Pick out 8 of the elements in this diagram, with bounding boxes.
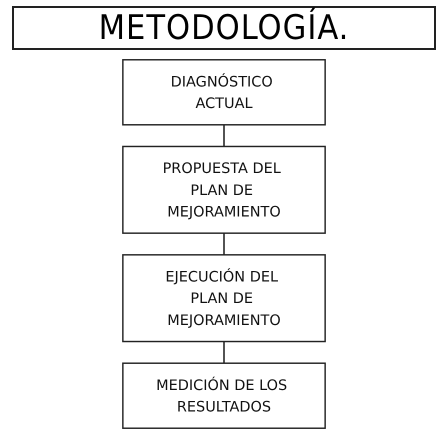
node-box: MEDICIÓN DE LOS RESULTADOS [122,362,326,429]
node-box: PROPUESTA DEL PLAN DE MEJORAMIENTO [122,146,326,234]
connector [223,233,225,255]
node-box: DIAGNÓSTICO ACTUAL [122,59,326,126]
title: METODOLOGÍA. [12,6,436,50]
connector [223,342,225,364]
connector [223,124,225,146]
node-box: EJECUCIÓN DEL PLAN DE MEJORAMIENTO [122,254,326,342]
